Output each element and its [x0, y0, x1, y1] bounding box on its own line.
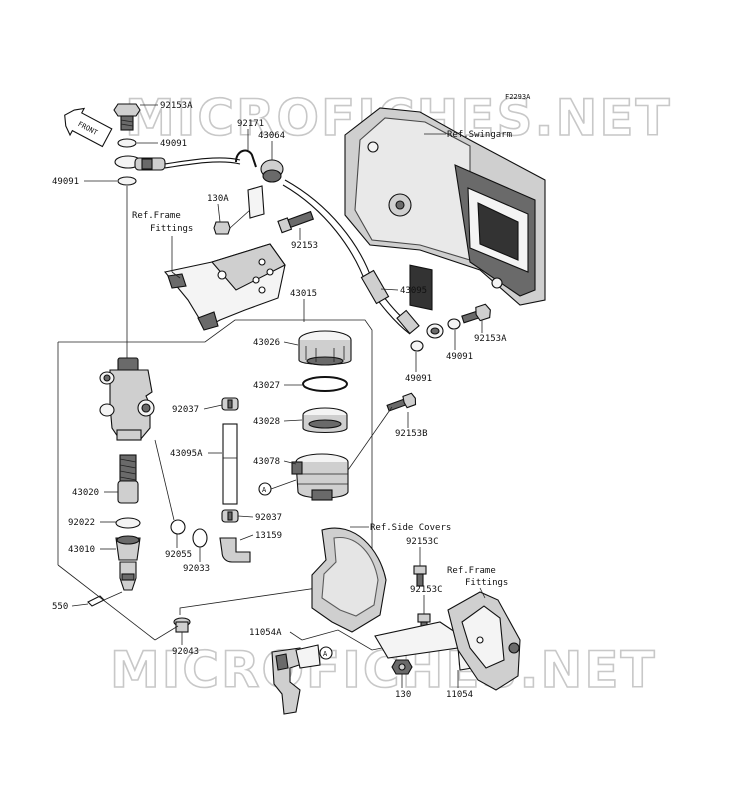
- cotter-pin-550: [87, 595, 105, 607]
- label-92153C-b: 92153C: [410, 585, 443, 595]
- ref-frame-fittings-top-1: Ref.Frame: [132, 211, 181, 221]
- label-43027: 43027: [253, 381, 280, 391]
- front-arrow-icon: FRONT: [64, 107, 113, 148]
- elbow-13159: [219, 537, 251, 563]
- reservoir-43078: [291, 453, 349, 501]
- label-92153: 92153: [291, 241, 318, 251]
- figure-code: F2293A: [505, 93, 531, 101]
- label-92171: 92171: [237, 119, 264, 129]
- label-49091-b: 49091: [52, 177, 79, 187]
- washer-49091-d: [410, 340, 424, 352]
- piston-spring-43020: [117, 454, 139, 504]
- bolt-92153C-a: [413, 565, 427, 587]
- side-cover: [311, 527, 387, 633]
- frame-bracket-top: [164, 243, 286, 331]
- master-cylinder-43015: [99, 357, 155, 441]
- bolt-92153: [277, 210, 315, 234]
- label-11054: 11054: [446, 690, 473, 700]
- nut-130: [391, 659, 413, 675]
- label-92153B: 92153B: [395, 429, 428, 439]
- label-130A: 130A: [207, 194, 229, 204]
- banjo-fitting: [114, 155, 166, 171]
- callout-a-top-letter: A: [262, 486, 267, 494]
- ref-side-covers: Ref.Side Covers: [370, 523, 451, 533]
- oring-92055: [170, 519, 186, 535]
- diaphragm-43028: [302, 407, 348, 434]
- clamp-92171: [235, 149, 257, 168]
- label-92037-a: 92037: [172, 405, 199, 415]
- label-43026: 43026: [253, 338, 280, 348]
- label-43020: 43020: [72, 488, 99, 498]
- label-92153A-top: 92153A: [160, 101, 193, 111]
- label-43064: 43064: [258, 131, 285, 141]
- label-49091-c: 49091: [446, 352, 473, 362]
- grommet-43064: [260, 159, 284, 183]
- label-13159: 13159: [255, 531, 282, 541]
- pin-92043: [173, 617, 191, 633]
- callout-a-bottom-letter: A: [323, 650, 328, 658]
- clip-92037-a: [221, 397, 239, 411]
- label-92037-b: 92037: [255, 513, 282, 523]
- frame-bracket-bottom: [447, 591, 521, 691]
- label-550: 550: [52, 602, 68, 612]
- label-43028: 43028: [253, 417, 280, 427]
- label-92153C-a: 92153C: [406, 537, 439, 547]
- pushrod-43010: [115, 535, 141, 591]
- circlip-92033: [192, 528, 208, 548]
- label-43015: 43015: [290, 289, 317, 299]
- label-11054A: 11054A: [249, 628, 282, 638]
- diaphragm-plate-43027: [302, 376, 348, 392]
- label-92055: 92055: [165, 550, 192, 560]
- label-43078: 43078: [253, 457, 280, 467]
- ref-frame-fittings-bottom-1: Ref.Frame: [447, 566, 496, 576]
- swingarm-illustration: [344, 107, 546, 311]
- label-49091-d: 49091: [405, 374, 432, 384]
- reservoir-cap-43026: [298, 330, 352, 366]
- bracket-130A: [247, 185, 265, 219]
- washer-49091-a: [117, 138, 137, 148]
- label-92153A-right: 92153A: [474, 334, 507, 344]
- bolt-92153B: [386, 392, 417, 412]
- callout-a-bottom: [319, 646, 333, 660]
- ref-frame-fittings-top-2: Fittings: [150, 224, 193, 234]
- banjo-bolt-top: [113, 103, 141, 131]
- washer-49091-b: [117, 176, 137, 186]
- label-43095A: 43095A: [170, 449, 203, 459]
- watermark-bottom: MICROFICHES.NET: [110, 641, 657, 699]
- ref-frame-fittings-bottom-2: Fittings: [465, 578, 508, 588]
- banjo-bolt-right: [461, 303, 491, 324]
- label-43010: 43010: [68, 545, 95, 555]
- label-92033: 92033: [183, 564, 210, 574]
- washer-49091-c: [447, 318, 461, 330]
- label-49091-a: 49091: [160, 139, 187, 149]
- part-labels: 92153A 49091 49091 92171 43064 130A 9215…: [52, 101, 507, 700]
- label-92043: 92043: [172, 647, 199, 657]
- label-43095: 43095: [400, 286, 427, 296]
- ref-swingarm: Ref.Swingarm: [447, 130, 512, 140]
- snap-ring-92022: [115, 517, 141, 529]
- hose-43095A: [222, 423, 238, 505]
- label-130: 130: [395, 690, 411, 700]
- clip-92037-b: [221, 509, 239, 523]
- label-92022: 92022: [68, 518, 95, 528]
- bracket-11054A: [271, 644, 321, 715]
